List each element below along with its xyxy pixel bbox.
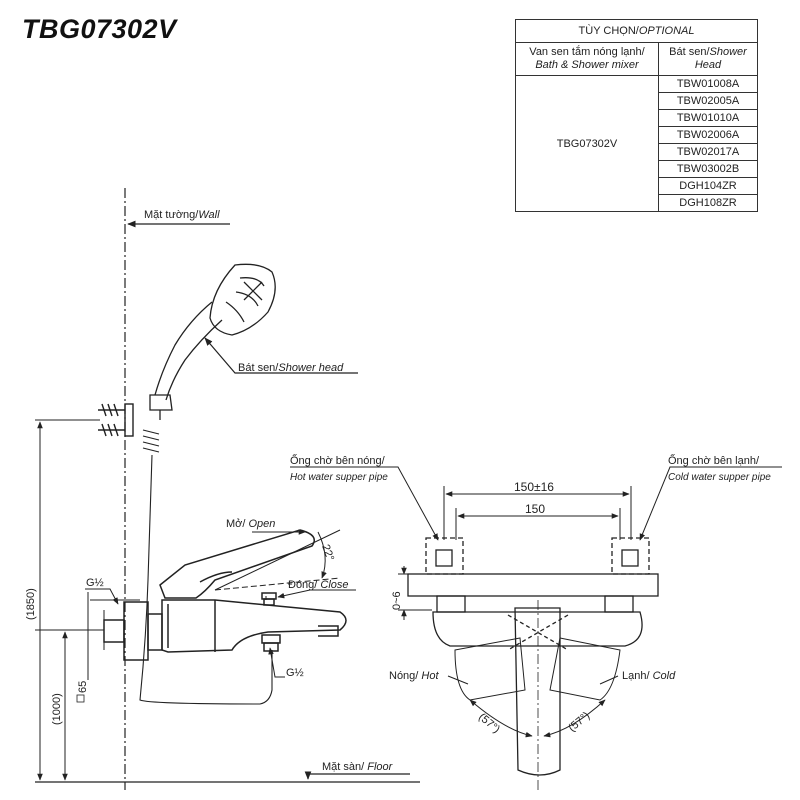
shower-head-model: TBW03002B: [658, 160, 758, 178]
hot-pipe-label-en: Hot water supper pipe: [290, 472, 388, 483]
col2-vi: Bát sen/: [669, 46, 710, 58]
col2-en: Shower Head: [694, 46, 747, 71]
shower-head-label: Bát sen/Shower head: [238, 362, 344, 374]
floor-leader: [304, 771, 410, 780]
dim-offset: 0~6: [391, 591, 403, 610]
front-dimension-lines: [290, 466, 782, 685]
hand-shower: [149, 263, 276, 420]
dim-outer: 150±16: [514, 480, 554, 494]
shower-head-model: TBW01008A: [658, 75, 758, 93]
shower-head-model: TBW02017A: [658, 143, 758, 161]
col1-en: Bath & Shower mixer: [535, 59, 639, 71]
open-label: Mở/ Open: [226, 518, 275, 530]
thread-bottom-label: G½: [286, 667, 304, 679]
front-view: [290, 466, 782, 790]
centre-handle: [514, 607, 561, 776]
cold-connector: [604, 595, 634, 613]
hot-angle-label: (57°): [476, 711, 502, 736]
hot-connector: [436, 595, 466, 613]
front-centre-body: [432, 611, 643, 647]
options-table: TÙY CHỌN/OPTIONAL Van sen tắm nóng lạnh/…: [515, 19, 758, 212]
wall-label: Mặt tường/Wall: [144, 209, 220, 221]
options-table-header: TÙY CHỌN/OPTIONAL: [515, 19, 758, 43]
cold-label: Lạnh/ Cold: [622, 670, 676, 682]
col1-vi: Van sen tắm nóng lạnh/: [529, 46, 645, 58]
shower-head-column-header: Bát sen/Shower Head: [658, 42, 758, 76]
header-en: OPTIONAL: [638, 25, 695, 37]
close-label: Đóng/ Close: [288, 579, 349, 591]
cold-angle-arc: [543, 699, 606, 738]
dimension-lines: [35, 419, 356, 781]
shower-head-model: TBW01010A: [658, 109, 758, 127]
cold-pipe-label-en: Cold water supper pipe: [668, 472, 771, 483]
dim-inner: 150: [525, 502, 545, 516]
side-view-labels: Mặt tường/Wall Bát sen/Shower head Mở/ O…: [25, 209, 394, 773]
cold-pipe-inner: [621, 549, 639, 567]
open-angle-label: 22°: [319, 543, 336, 563]
height-total-dim: (1850): [25, 588, 37, 620]
shower-head-model: DGH104ZR: [658, 177, 758, 195]
hot-pipe-inner: [435, 549, 453, 567]
hot-pipe-label-vi: Ống chờ bên nóng/: [290, 453, 386, 467]
front-view-labels: Ống chờ bên nóng/ Hot water supper pipe …: [290, 453, 771, 736]
cold-pipe-box: [611, 537, 650, 575]
mixer-body: [103, 529, 347, 661]
shower-hose: [139, 429, 273, 705]
dim-65: 65: [77, 681, 89, 693]
cold-pipe-label-vi: Ống chờ bên lạnh/: [668, 453, 760, 467]
side-view: [35, 188, 420, 790]
front-body: [407, 573, 659, 597]
hot-handle-position: [454, 637, 526, 701]
height-mixer-dim: (1000): [51, 693, 63, 725]
header-vi: TÙY CHỌN/: [578, 25, 639, 37]
floor-label: Mặt sàn/ Floor: [322, 761, 394, 773]
shower-head-model: DGH108ZR: [658, 194, 758, 212]
mixer-model-cell: TBG07302V: [515, 75, 659, 212]
square-symbol: [76, 694, 85, 703]
hot-angle-arc: [469, 699, 533, 738]
shower-head-model: TBW02006A: [658, 126, 758, 144]
page-title: TBG07302V: [22, 14, 177, 44]
open-angle: [214, 529, 341, 591]
thread-top-label: G½: [86, 577, 104, 589]
shower-head-leader: [204, 337, 358, 374]
wall-hook-screws: [98, 403, 134, 437]
hot-label: Nóng/ Hot: [389, 670, 439, 682]
hot-pipe-box: [425, 537, 464, 575]
